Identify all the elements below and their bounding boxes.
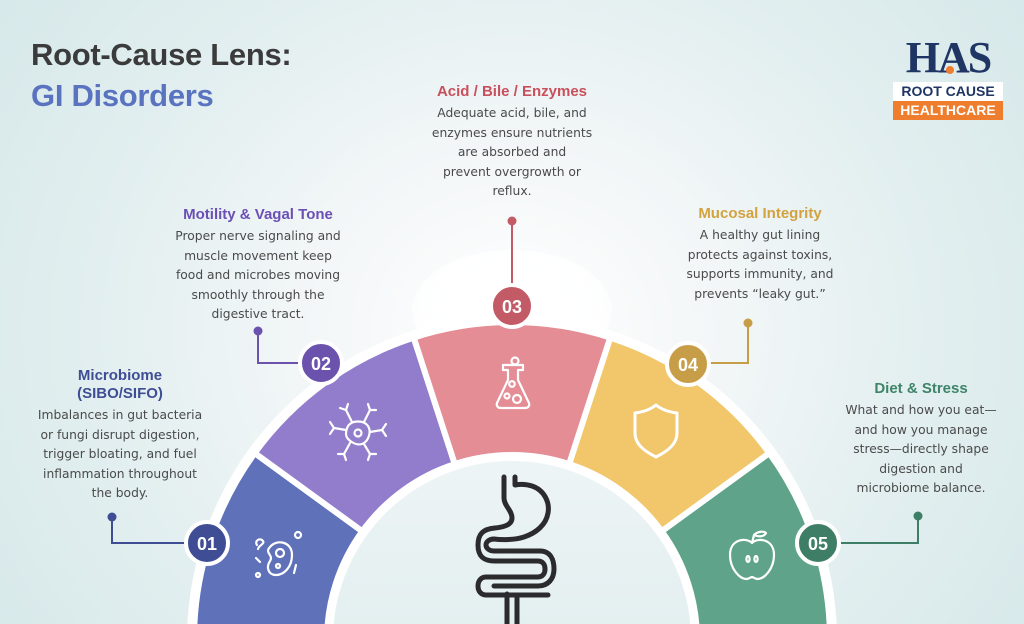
block-description: Imbalances in gut bacteria or fungi disr… [37,408,203,501]
info-block-03: Acid / Bile / Enzymes Adequate acid, bil… [410,83,614,202]
logo-dot-icon [946,66,954,74]
page-title: Root-Cause Lens: GI Disorders [31,34,292,116]
badge-04: 04 [665,341,711,387]
connector-dot-02 [253,326,263,336]
svg-text:02: 02 [311,354,331,374]
info-block-02: Motility & Vagal Tone Proper nerve signa… [152,206,364,325]
badge-05: 05 [795,520,841,566]
brand-logo: HAS ROOT CAUSE HEALTHCARE [893,33,1003,120]
block-description: A healthy gut lining protects against to… [686,228,834,301]
block-title: Diet & Stress [874,380,968,397]
microbe-icon [254,530,303,579]
svg-text:01: 01 [197,534,217,554]
block-description: Proper nerve signaling and muscle moveme… [175,229,341,322]
logo-mark: HAS [905,33,992,82]
flask-icon [495,356,531,410]
block-title: Motility & Vagal Tone [183,206,333,223]
connector-dot-05 [913,511,923,521]
apple-icon [728,530,776,581]
badge-03: 03 [489,283,535,329]
shield-icon [633,403,679,459]
block-title: Acid / Bile / Enzymes [436,83,588,100]
connector-dot-04 [743,318,753,328]
svg-text:03: 03 [502,297,522,317]
connector-dot-03 [507,216,517,226]
title-line-2: GI Disorders [31,78,214,113]
badge-01: 01 [184,520,230,566]
connector-01 [111,517,190,544]
connector-dot-01 [107,512,117,522]
svg-text:04: 04 [678,355,698,375]
block-title: Mucosal Integrity [698,205,822,222]
info-block-05: Diet & Stress What and how you eat— and … [818,380,1024,499]
logo-line-2: HEALTHCARE [893,101,1003,120]
connector-05 [835,516,919,544]
connector-02 [257,331,304,364]
info-block-01: Microbiome (SIBO/SIFO) Imbalances in gut… [20,367,220,504]
neuron-icon [328,402,388,462]
logo-line-1: ROOT CAUSE [893,82,1003,101]
badge-02: 02 [298,340,344,386]
info-block-04: Mucosal Integrity A healthy gut lining p… [650,205,870,304]
block-description: What and how you eat— and how you manage… [845,403,997,496]
title-line-1: Root-Cause Lens: [31,37,292,72]
connector-04 [705,323,749,364]
stomach-intestine-icon [475,474,557,624]
block-description: Adequate acid, bile, and enzymes ensure … [431,106,593,199]
block-title: Microbiome (SIBO/SIFO) [77,367,163,402]
svg-text:05: 05 [808,534,828,554]
